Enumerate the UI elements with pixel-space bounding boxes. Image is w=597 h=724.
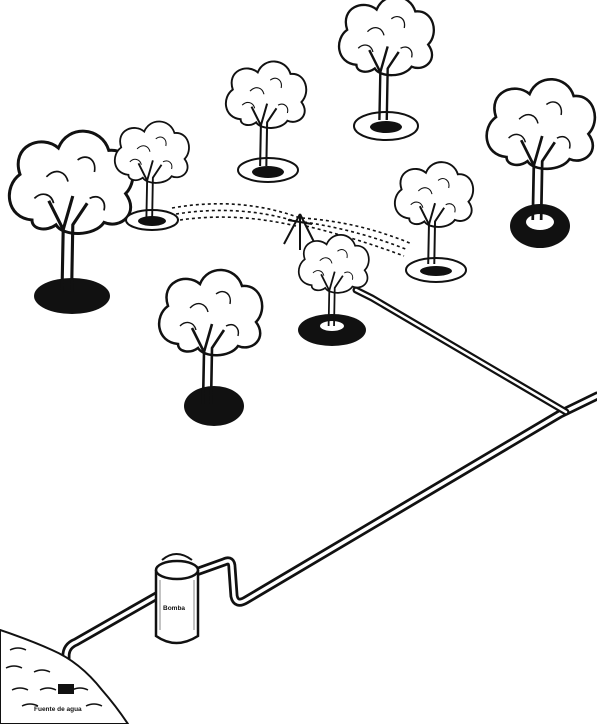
tree-icon <box>339 0 434 140</box>
water-source-label: Fuente de agua <box>34 706 82 713</box>
tree-icon <box>395 162 473 282</box>
pump-icon <box>156 554 198 643</box>
pump-label: Bomba <box>163 605 185 612</box>
tree-icon <box>487 79 595 248</box>
tree-icon <box>226 61 306 182</box>
tree-icon <box>159 270 262 426</box>
main-pipe <box>66 290 597 690</box>
